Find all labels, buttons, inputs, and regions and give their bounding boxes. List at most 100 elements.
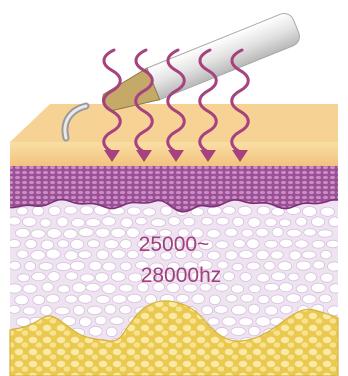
dermis-cell	[318, 230, 332, 238]
dermis-cell	[223, 207, 236, 215]
dermis-cell	[7, 284, 22, 293]
dermis-cell	[40, 306, 52, 316]
dermis-cell	[278, 262, 292, 271]
dermis-cell	[8, 217, 20, 225]
dermis-cell	[249, 285, 261, 293]
dermis-cell	[8, 240, 20, 248]
dermis-cell	[214, 306, 228, 314]
dermis-cell	[271, 295, 284, 304]
dermis-cell	[112, 250, 126, 259]
dermis-cell	[65, 251, 78, 261]
dermis-cell	[202, 306, 213, 315]
dermis-cell	[313, 261, 325, 269]
dermis-cell	[23, 307, 36, 315]
dermis-cell	[88, 240, 100, 248]
dermis-cell	[47, 229, 61, 239]
dermis-cell	[295, 240, 308, 248]
dermis-cell	[326, 240, 339, 248]
dermis-cell	[104, 240, 118, 249]
dermis-cell	[41, 240, 54, 250]
dermis-cell	[288, 273, 299, 281]
dermis-cell	[126, 228, 139, 238]
dermis-cell	[302, 207, 316, 217]
dermis-cell	[15, 295, 29, 305]
dermis-cell	[302, 251, 316, 259]
dermis-cell	[225, 251, 237, 260]
dermis-cell	[257, 206, 270, 215]
dermis-cell	[103, 262, 116, 271]
dermis-cell	[231, 285, 243, 294]
dermis-cell	[136, 217, 147, 225]
dermis-cell	[287, 294, 301, 303]
dermis-cell	[247, 239, 259, 249]
dermis-cell	[80, 274, 94, 282]
dermis-cell	[321, 273, 333, 282]
dermis-cell	[248, 218, 260, 228]
dermis-cell	[256, 250, 269, 260]
dermis-cell	[247, 262, 260, 270]
dermis-cell	[110, 317, 124, 325]
dermis-cell	[64, 206, 77, 214]
dermis-cell	[73, 305, 84, 315]
dermis-cell	[25, 261, 36, 270]
dermis-cell	[89, 326, 102, 336]
dermis-cell	[32, 272, 46, 280]
dermis-cell	[120, 240, 132, 249]
dermis-cell	[64, 229, 78, 239]
dermis-cell	[272, 227, 283, 236]
dermis-cell	[32, 206, 43, 216]
dermis-cell	[240, 273, 251, 282]
dermis-cell	[31, 230, 46, 239]
dermis-cell	[183, 218, 195, 226]
dermis-cell	[265, 240, 278, 248]
dermis-cell	[303, 295, 317, 304]
dermis-cell	[95, 316, 107, 325]
dermis-cell	[208, 206, 222, 215]
dermis-cell	[248, 326, 260, 336]
dermis-cell	[271, 272, 286, 281]
dermis-cell	[9, 305, 20, 313]
dermis-cell	[46, 295, 59, 303]
dermis-cell	[257, 274, 270, 283]
dermis-cell	[208, 318, 219, 326]
dermis-cell	[86, 283, 100, 291]
dermis-cell	[231, 327, 246, 335]
dermis-cell	[264, 283, 278, 291]
dermis-cell	[105, 305, 116, 315]
dermis-cell	[256, 317, 271, 327]
dermis-cell	[258, 295, 269, 303]
dermis-cell	[248, 304, 259, 314]
dermis-cell	[57, 217, 68, 227]
dermis-cell	[265, 218, 277, 226]
dermis-cell	[102, 284, 116, 294]
dermis-cell	[57, 240, 68, 248]
dermis-cell	[329, 284, 340, 293]
dermis-cell	[42, 282, 53, 291]
dermis-cell	[31, 251, 46, 261]
dermis-cell	[48, 206, 60, 215]
dermis-cell	[96, 296, 110, 304]
dermis-cell	[15, 228, 30, 237]
dermis-cell	[296, 261, 311, 270]
dermis-cell	[201, 218, 213, 226]
dermis-cell	[226, 295, 237, 303]
dermis-cell	[17, 207, 28, 215]
dermis-cell	[271, 251, 284, 259]
dermis-cell	[223, 272, 234, 281]
dermis-cell	[88, 306, 103, 314]
dermis-cell	[289, 251, 301, 260]
dermis-cell	[70, 239, 83, 249]
dermis-cell	[311, 217, 324, 227]
dermis-cell	[239, 250, 253, 258]
dermis-cell	[80, 206, 93, 215]
dermis-cell	[241, 294, 254, 302]
dermis-cell	[97, 250, 109, 260]
dermis-cell	[328, 262, 341, 271]
dermis-cell	[280, 305, 292, 314]
dermis-cell	[78, 294, 92, 303]
dermis-cell	[79, 317, 91, 327]
dermis-cell	[23, 284, 37, 293]
dermis-cell	[239, 318, 253, 326]
